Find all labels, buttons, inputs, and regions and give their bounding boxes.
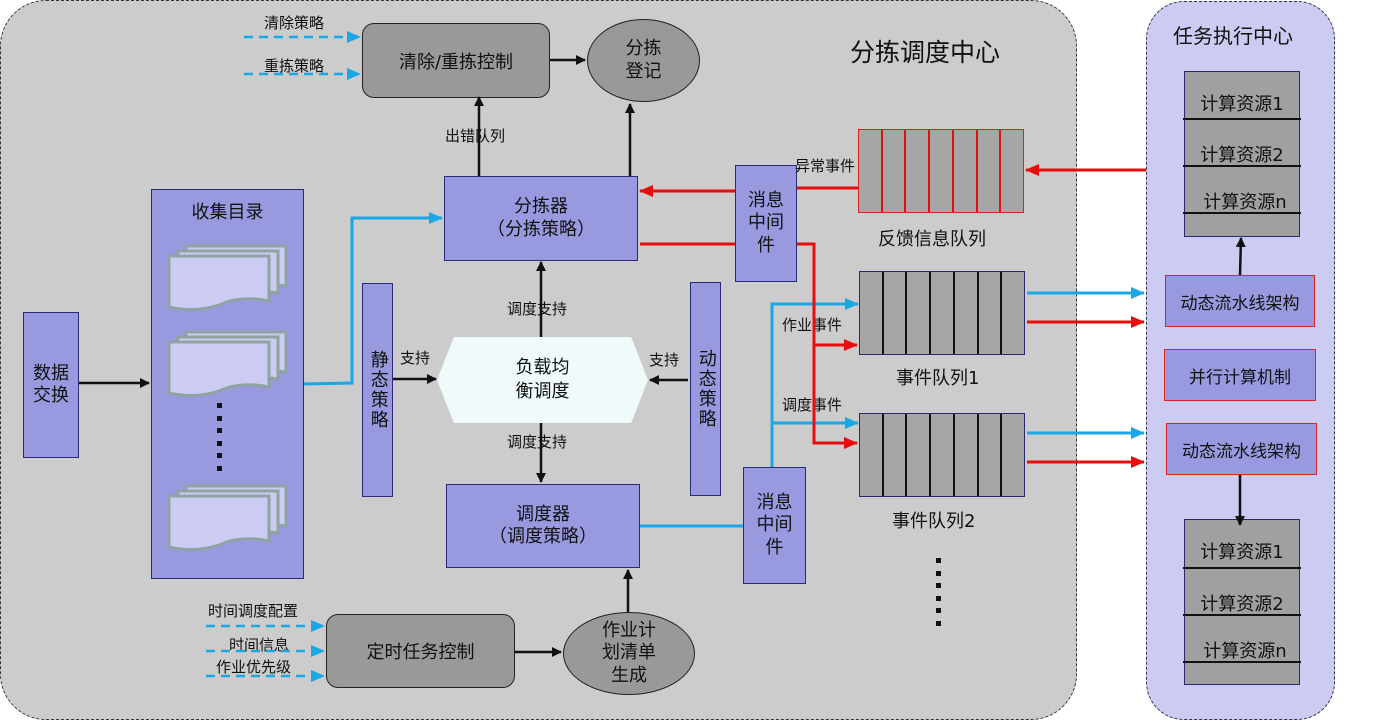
ellipsis-dots-icon bbox=[936, 558, 942, 633]
pipeline-to-resources-top-arrow bbox=[1235, 237, 1246, 276]
message-middleware-top-label: 消息 中间 件 bbox=[748, 189, 784, 256]
event-queue-2[interactable] bbox=[859, 413, 1025, 497]
error-queue-label: 出错队列 bbox=[445, 127, 506, 145]
abnormal-event-label: 异常事件 bbox=[795, 157, 856, 175]
event-queue-1[interactable] bbox=[859, 271, 1025, 355]
clear-resort-control-label: 清除/重拣控制 bbox=[398, 51, 514, 73]
dynamic-pipeline-label-1: 动态流水线架构 bbox=[1180, 293, 1300, 314]
compute-resource-2: 计算资源2 bbox=[1200, 145, 1284, 166]
compute-resource-n: 计算资源n bbox=[1203, 192, 1287, 213]
timer-task-control-box[interactable]: 定时任务控制 bbox=[326, 614, 515, 688]
support-left-label: 支持 bbox=[400, 349, 431, 367]
load-balance-label: 负载均 衡调度 bbox=[515, 356, 570, 402]
sort-dispatch-center-title: 分拣调度中心 bbox=[850, 38, 1001, 67]
document-stack-icon bbox=[167, 484, 288, 552]
load-balance-hexagon[interactable]: 负载均 衡调度 bbox=[437, 337, 648, 423]
support-right-label: 支持 bbox=[649, 351, 680, 369]
dynamic-policy-label: 动态策略 bbox=[695, 349, 717, 429]
event-queue-1-label: 事件队列1 bbox=[896, 368, 980, 389]
message-middleware-top-box[interactable]: 消息 中间 件 bbox=[735, 165, 797, 282]
compute-resource-n: 计算资源n bbox=[1203, 641, 1287, 662]
sorter-subtitle: （分拣策略） bbox=[487, 218, 595, 240]
task-exec-center-title: 任务执行中心 bbox=[1173, 24, 1293, 48]
scheduler-box[interactable]: 调度器 （调度策略） bbox=[446, 484, 640, 568]
clear-resort-control-box[interactable]: 清除/重拣控制 bbox=[362, 23, 550, 98]
collect-to-sorter-flow bbox=[303, 212, 443, 386]
sorter-box[interactable]: 分拣器 （分拣策略） bbox=[444, 176, 638, 261]
scheduler-title: 调度器 bbox=[516, 503, 570, 525]
schedule-support-top-label: 调度支持 bbox=[507, 300, 568, 318]
collect-directory-title: 收集目录 bbox=[191, 202, 264, 223]
job-plan-label: 作业计 划清单 生成 bbox=[602, 619, 656, 686]
compute-resource-1: 计算资源1 bbox=[1200, 542, 1284, 563]
time-schedule-config-label: 时间调度配置 bbox=[208, 602, 299, 620]
timer-task-control-label: 定时任务控制 bbox=[366, 642, 475, 663]
compute-resources-top[interactable]: 计算资源1 计算资源2 计算资源n bbox=[1183, 71, 1301, 237]
sort-register-label: 分拣 登记 bbox=[625, 38, 662, 82]
static-policy-label: 静态策略 bbox=[367, 350, 389, 430]
parallel-compute-box[interactable]: 并行计算机制 bbox=[1164, 349, 1316, 401]
message-middleware-bottom-box[interactable]: 消息 中间 件 bbox=[743, 467, 806, 584]
clear-policy-label: 清除策略 bbox=[264, 14, 325, 32]
middleware-to-queue1-red bbox=[797, 242, 858, 351]
feedback-queue[interactable] bbox=[858, 129, 1024, 213]
static-policy-box[interactable]: 静态策略 bbox=[362, 283, 393, 497]
job-event-label: 作业事件 bbox=[782, 316, 843, 334]
sort-register-ellipse[interactable]: 分拣 登记 bbox=[587, 19, 700, 102]
sorter-title: 分拣器 bbox=[514, 196, 568, 217]
resort-policy-label: 重拣策略 bbox=[264, 57, 325, 75]
dynamic-policy-box[interactable]: 动态策略 bbox=[690, 282, 721, 496]
data-exchange-box[interactable]: 数据 交换 bbox=[23, 312, 79, 458]
job-plan-ellipse[interactable]: 作业计 划清单 生成 bbox=[563, 612, 695, 695]
compute-resource-2: 计算资源2 bbox=[1200, 594, 1284, 615]
parallel-compute-label: 并行计算机制 bbox=[1189, 367, 1291, 388]
document-stack-icon bbox=[167, 330, 288, 398]
feedback-queue-label: 反馈信息队列 bbox=[878, 229, 986, 250]
job-priority-label: 作业优先级 bbox=[216, 658, 292, 676]
middleware-to-queue2-red bbox=[812, 345, 858, 449]
time-info-label: 时间信息 bbox=[229, 636, 290, 654]
message-middleware-bottom-label: 消息 中间 件 bbox=[756, 491, 793, 558]
dynamic-pipeline-label-2: 动态流水线架构 bbox=[1182, 441, 1301, 462]
schedule-support-bottom-label: 调度支持 bbox=[507, 433, 568, 451]
dynamic-pipeline-box-2[interactable]: 动态流水线架构 bbox=[1166, 423, 1317, 475]
ellipsis-dots-icon bbox=[217, 403, 223, 478]
schedule-event-label: 调度事件 bbox=[782, 396, 843, 414]
document-stack-icon bbox=[167, 244, 288, 312]
scheduler-subtitle: （调度策略） bbox=[489, 526, 597, 547]
data-exchange-label: 数据 交换 bbox=[33, 362, 69, 407]
dynamic-pipeline-box-1[interactable]: 动态流水线架构 bbox=[1165, 275, 1315, 327]
middleware-to-queue1-flow bbox=[770, 298, 859, 467]
compute-resource-1: 计算资源1 bbox=[1200, 94, 1284, 115]
event-queue-2-label: 事件队列2 bbox=[892, 511, 976, 532]
